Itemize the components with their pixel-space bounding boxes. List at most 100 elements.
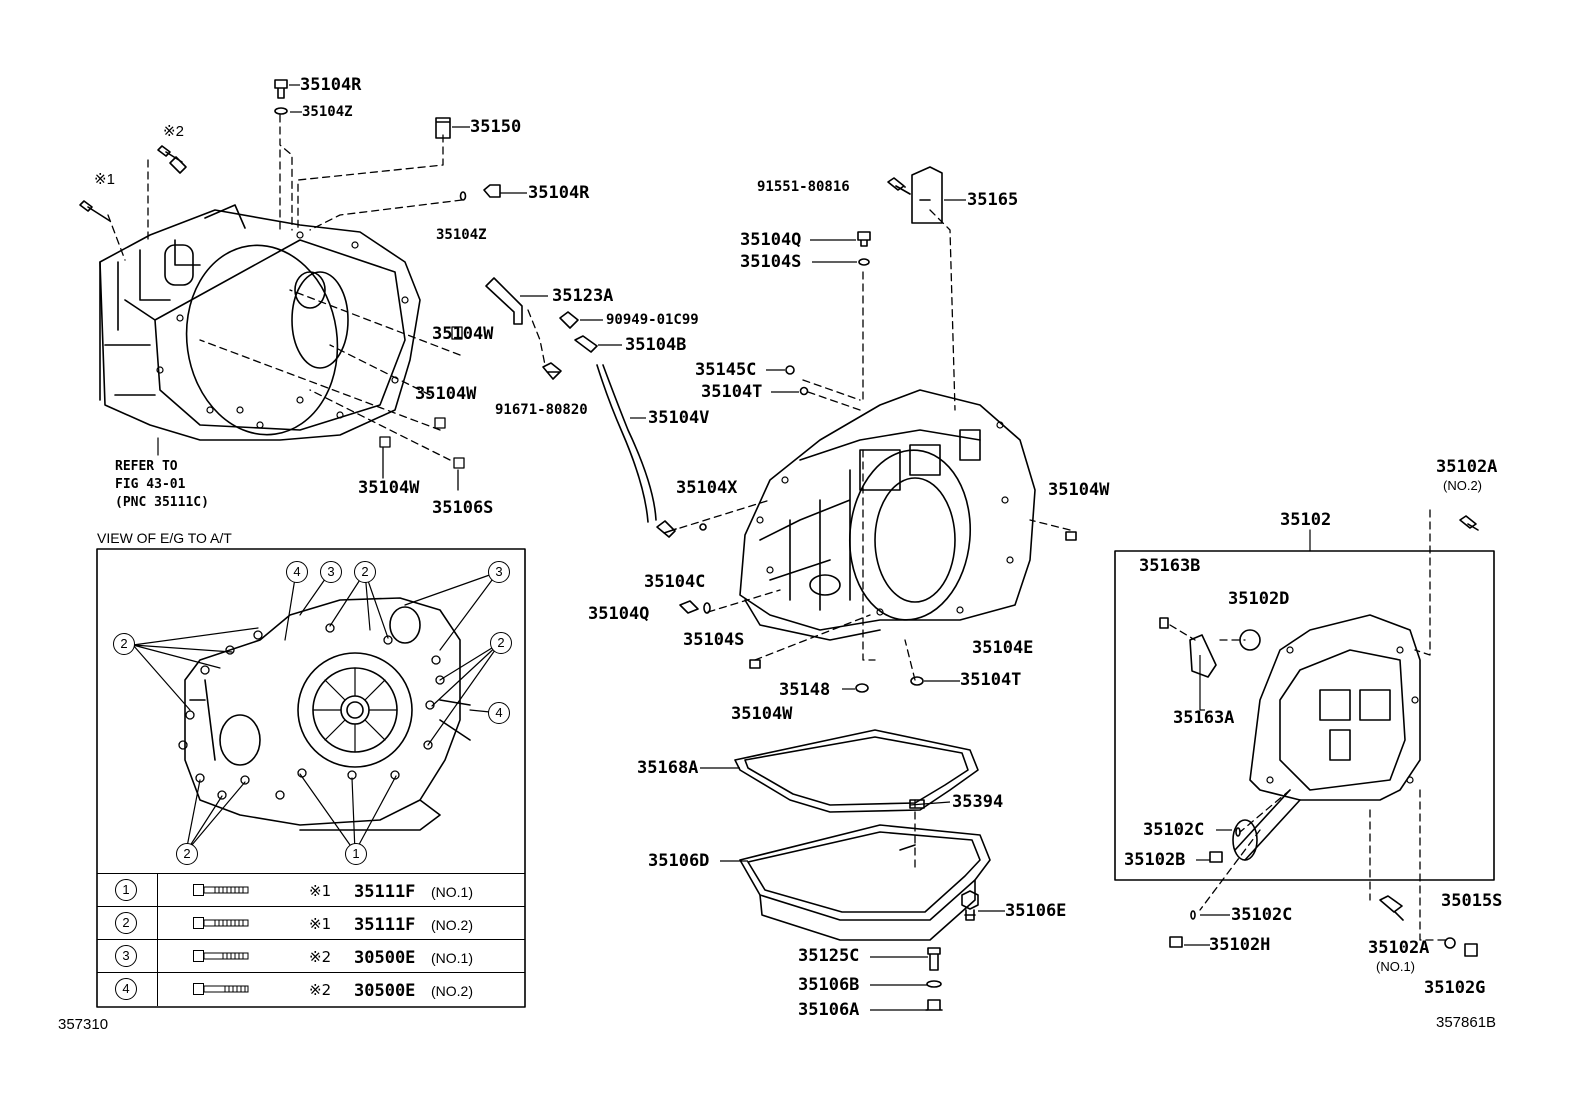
row-part-number[interactable]: 35111F — [354, 915, 416, 935]
row-mark: ※1 — [309, 882, 332, 900]
mark-note-2: ※2 — [163, 123, 184, 140]
row-number: 3 — [115, 945, 137, 967]
label-35148[interactable]: 35148 — [779, 680, 831, 700]
bolt-table-row-2: 2 ※1 35111F (NO.2) — [97, 906, 525, 940]
short-bolt-icon — [193, 917, 249, 929]
label-35104W-right[interactable]: 35104W — [1048, 480, 1110, 500]
label-35106D[interactable]: 35106D — [648, 851, 710, 871]
engine-to-at-view-illustration — [178, 597, 471, 831]
figure-id-left: 357310 — [58, 1016, 109, 1033]
row-number: 2 — [115, 912, 137, 934]
label-35104Q-top[interactable]: 35104Q — [740, 230, 802, 250]
callout-1-bottom: 1 — [345, 843, 367, 865]
long-bolt-icon — [193, 950, 249, 962]
label-35104S-top[interactable]: 35104S — [740, 252, 802, 272]
label-35015S[interactable]: 35015S — [1441, 891, 1503, 911]
callout-3-right: 3 — [488, 561, 510, 583]
label-35104C[interactable]: 35104C — [644, 572, 706, 592]
row-note: (NO.2) — [431, 917, 473, 933]
oil-pan-gasket-35168A — [734, 729, 979, 813]
label-91551-80816[interactable]: 91551-80816 — [757, 179, 850, 195]
label-35106A[interactable]: 35106A — [798, 1000, 860, 1020]
callout-2-top: 2 — [354, 561, 376, 583]
callout-2-bottom: 2 — [176, 843, 198, 865]
figure-id-right: 357861B — [1436, 1014, 1497, 1031]
bolt-table-row-1: 1 ※1 35111F (NO.1) — [97, 873, 525, 907]
label-35106S[interactable]: 35106S — [432, 498, 494, 518]
label-35104W-3[interactable]: 35104W — [358, 478, 420, 498]
label-35104W-2[interactable]: 35104W — [415, 384, 477, 404]
label-35394[interactable]: 35394 — [952, 792, 1004, 812]
bolt-table-row-4: 4 ※2 30500E (NO.2) — [97, 972, 525, 1006]
drain-plug-stack — [925, 947, 943, 1011]
label-35104T[interactable]: 35104T — [960, 670, 1022, 690]
label-35104R-top[interactable]: 35104R — [300, 75, 362, 95]
label-35102G[interactable]: 35102G — [1424, 978, 1486, 998]
label-35145C[interactable]: 35145C — [695, 360, 757, 380]
label-35163B[interactable]: 35163B — [1139, 556, 1201, 576]
label-35104W-1[interactable]: 35104W — [432, 324, 494, 344]
bracket-35123A — [485, 277, 677, 538]
label-35102C[interactable]: 35102C — [1231, 905, 1293, 925]
label-35104Z-top[interactable]: 35104Z — [302, 104, 353, 120]
short-bolt-icon — [193, 884, 249, 896]
label-35104R[interactable]: 35104R — [528, 183, 590, 203]
row-part-number[interactable]: 35111F — [354, 882, 416, 902]
refer-to-fig-note[interactable]: REFER TO FIG 43-01 (PNC 35111C) — [115, 459, 209, 510]
view-title: VIEW OF E/G TO A/T — [97, 530, 232, 546]
bolt-91551-80816 — [679, 166, 1077, 693]
label-90949-01C99[interactable]: 90949-01C99 — [606, 312, 699, 328]
label-35104X[interactable]: 35104X — [676, 478, 738, 498]
callout-3-top: 3 — [320, 561, 342, 583]
label-35102A-no2-note: (NO.2) — [1443, 478, 1482, 493]
label-35168A[interactable]: 35168A — [637, 758, 699, 778]
row-note: (NO.1) — [431, 884, 473, 900]
label-35102[interactable]: 35102 — [1280, 510, 1332, 530]
long-bolt-icon — [193, 983, 249, 995]
label-91671-80820[interactable]: 91671-80820 — [495, 402, 588, 418]
extension-housing-box — [1114, 550, 1495, 881]
bolt-table-row-3: 3 ※2 30500E (NO.1) — [97, 939, 525, 973]
label-35102D[interactable]: 35102D — [1228, 589, 1290, 609]
row-mark: ※2 — [309, 981, 332, 999]
label-35150[interactable]: 35150 — [470, 117, 522, 137]
row-note: (NO.2) — [431, 983, 473, 999]
label-35104E[interactable]: 35104E — [972, 638, 1034, 658]
label-35102A-no1-note: (NO.1) — [1376, 959, 1415, 974]
label-35104Q[interactable]: 35104Q — [588, 604, 650, 624]
label-35102A-no2[interactable]: 35102A — [1436, 457, 1498, 477]
callout-4-right: 4 — [488, 702, 510, 724]
label-35102B[interactable]: 35102B — [1124, 850, 1186, 870]
row-number: 4 — [115, 978, 137, 1000]
row-part-number[interactable]: 30500E — [354, 948, 416, 968]
label-35102C-top[interactable]: 35102C — [1143, 820, 1205, 840]
oil-pan-35106D — [739, 824, 991, 941]
label-35102A-no1[interactable]: 35102A — [1368, 938, 1430, 958]
row-mark: ※2 — [309, 948, 332, 966]
label-35104Z[interactable]: 35104Z — [436, 227, 487, 243]
row-note: (NO.1) — [431, 950, 473, 966]
label-35163A[interactable]: 35163A — [1173, 708, 1235, 728]
label-35104B[interactable]: 35104B — [625, 335, 687, 355]
mark-note-1: ※1 — [94, 171, 115, 188]
bolt-35104R-top — [79, 79, 501, 222]
label-35123A[interactable]: 35123A — [552, 286, 614, 306]
label-35104V[interactable]: 35104V — [648, 408, 710, 428]
row-number: 1 — [115, 879, 137, 901]
label-35106E[interactable]: 35106E — [1005, 901, 1067, 921]
row-part-number[interactable]: 30500E — [354, 981, 416, 1001]
extension-housing-illustration — [1232, 614, 1421, 861]
label-35104S[interactable]: 35104S — [683, 630, 745, 650]
label-35104W-bottom[interactable]: 35104W — [731, 704, 793, 724]
callout-4-top: 4 — [286, 561, 308, 583]
transmission-case-illustration — [739, 389, 1036, 641]
callout-2-right: 2 — [490, 632, 512, 654]
label-35102H[interactable]: 35102H — [1209, 935, 1271, 955]
callout-2-left: 2 — [113, 633, 135, 655]
label-35106B[interactable]: 35106B — [798, 975, 860, 995]
label-35125C[interactable]: 35125C — [798, 946, 860, 966]
label-35165[interactable]: 35165 — [967, 190, 1019, 210]
view-box — [96, 548, 526, 1008]
label-35104T-top[interactable]: 35104T — [701, 382, 763, 402]
